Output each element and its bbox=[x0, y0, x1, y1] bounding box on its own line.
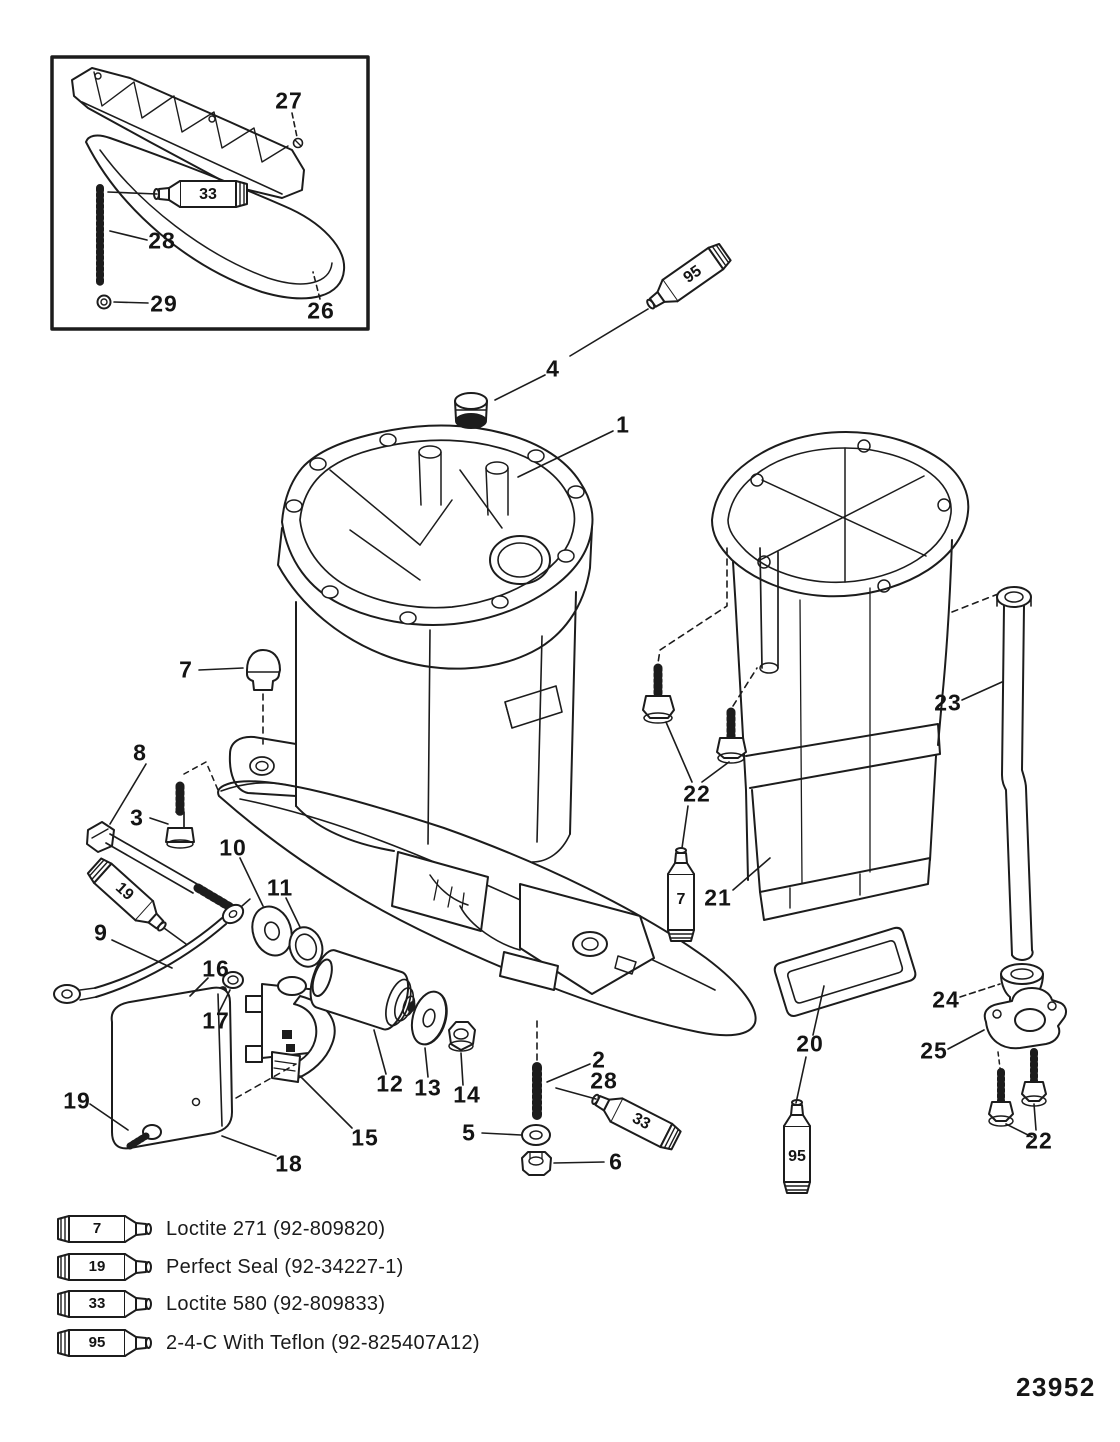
legend-row-perfect-seal: 19 Perfect Seal (92-34227-1) bbox=[56, 1250, 404, 1284]
callout-13: 13 bbox=[414, 1074, 442, 1101]
water-tube bbox=[996, 586, 1034, 961]
legend-tube-number: 19 bbox=[88, 1258, 106, 1275]
callout-11: 11 bbox=[266, 874, 294, 901]
rubber-mount bbox=[309, 949, 416, 1031]
legend-text: Loctite 271 (92-809820) bbox=[166, 1217, 386, 1240]
callout-2: 2 bbox=[592, 1046, 606, 1073]
inset-box bbox=[50, 55, 370, 331]
callout-28-inset: 28 bbox=[148, 227, 176, 254]
callout-5: 5 bbox=[462, 1119, 476, 1146]
callout-27: 27 bbox=[275, 87, 303, 114]
callout-29: 29 bbox=[150, 290, 178, 317]
callout-7-plug: 7 bbox=[179, 656, 193, 683]
callout-21: 21 bbox=[704, 884, 732, 911]
callout-12: 12 bbox=[376, 1070, 404, 1097]
callout-14: 14 bbox=[453, 1081, 481, 1108]
part-4-bushing bbox=[454, 392, 488, 429]
ground-cable bbox=[53, 898, 251, 1004]
callout-17: 17 bbox=[202, 1007, 230, 1034]
callout-1: 1 bbox=[616, 411, 630, 438]
callout-6: 6 bbox=[609, 1148, 623, 1175]
mount-clamp bbox=[245, 976, 336, 1083]
callout-25: 25 bbox=[920, 1037, 948, 1064]
tube-number-7-right: 7 bbox=[676, 891, 686, 908]
legend-row-2-4-c: 95 2-4-C With Teflon (92-825407A12) bbox=[56, 1326, 480, 1360]
legend-tube-number: 95 bbox=[88, 1334, 106, 1351]
callout-28-main: 28 bbox=[590, 1067, 618, 1094]
legend-tube-number: 7 bbox=[92, 1220, 102, 1237]
legend-text: 2-4-C With Teflon (92-825407A12) bbox=[166, 1331, 480, 1354]
callout-18: 18 bbox=[275, 1150, 303, 1177]
legend-text: Perfect Seal (92-34227-1) bbox=[166, 1255, 404, 1278]
callout-16: 16 bbox=[202, 955, 230, 982]
callout-9: 9 bbox=[94, 919, 108, 946]
callout-20: 20 bbox=[796, 1030, 824, 1057]
sealant-tube-icon: 19 bbox=[56, 1250, 152, 1284]
callout-8: 8 bbox=[133, 739, 147, 766]
callout-22-right: 22 bbox=[1025, 1127, 1053, 1154]
sealant-tube-95-right bbox=[783, 1099, 811, 1194]
drawing-number: 23952 bbox=[1016, 1372, 1096, 1402]
callout-19-screw: 19 bbox=[63, 1087, 91, 1114]
tube-number-33-inset: 33 bbox=[199, 186, 217, 203]
callout-3: 3 bbox=[130, 804, 144, 831]
legend-tube-number: 33 bbox=[88, 1295, 106, 1312]
legend-row-loctite-271: 7 Loctite 271 (92-809820) bbox=[56, 1212, 385, 1246]
sealant-tube-icon: 33 bbox=[56, 1287, 152, 1321]
legend-text: Loctite 580 (92-809833) bbox=[166, 1292, 386, 1315]
right-parts bbox=[642, 547, 1067, 1127]
legend-row-loctite-580: 33 Loctite 580 (92-809833) bbox=[56, 1287, 385, 1321]
callout-22-left: 22 bbox=[683, 780, 711, 807]
callout-23: 23 bbox=[934, 689, 962, 716]
callout-4: 4 bbox=[546, 355, 560, 382]
sealant-tube-icon: 95 bbox=[56, 1326, 152, 1360]
callout-24: 24 bbox=[932, 986, 960, 1013]
callout-10: 10 bbox=[219, 834, 247, 861]
left-parts bbox=[53, 649, 552, 1176]
right-housing bbox=[711, 431, 970, 921]
sealant-tube-icon: 7 bbox=[56, 1212, 152, 1246]
leader-lines bbox=[89, 308, 1037, 1164]
callout-26: 26 bbox=[307, 297, 335, 324]
main-housing bbox=[217, 392, 757, 1037]
callout-15: 15 bbox=[351, 1124, 379, 1151]
tube-number-95-right: 95 bbox=[788, 1148, 806, 1165]
